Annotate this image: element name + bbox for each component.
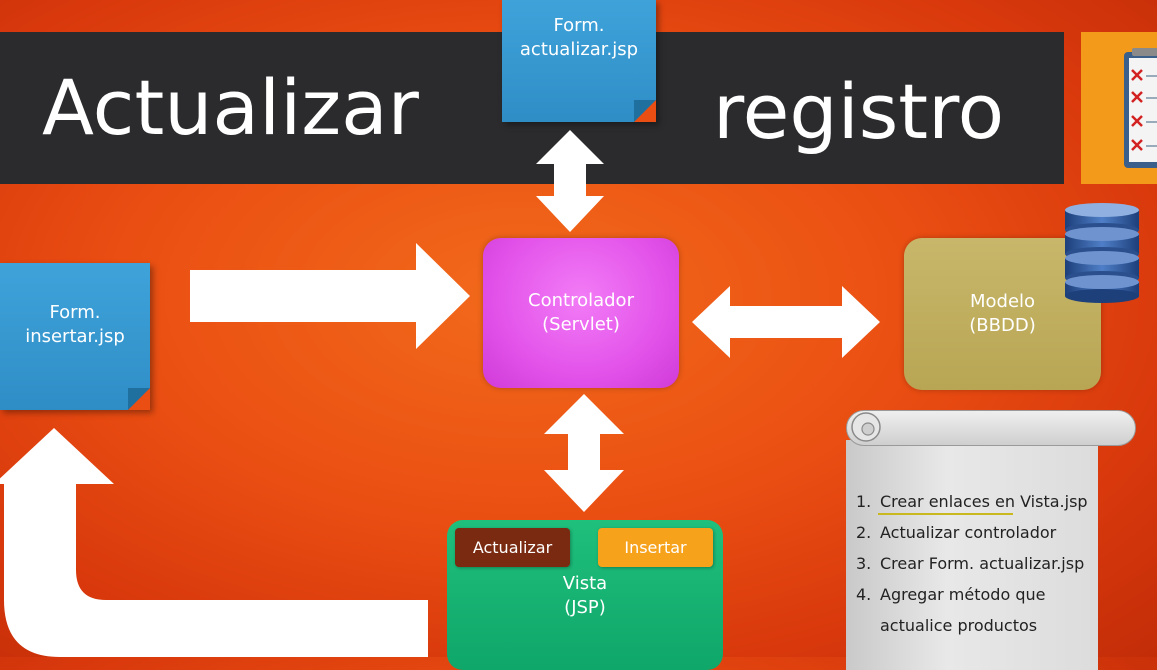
arrow-actualizar-controller (536, 130, 604, 232)
scroll-roll (846, 410, 1136, 446)
actualizar-button[interactable]: Actualizar (455, 528, 570, 567)
arrow-controller-model (692, 286, 880, 358)
controller-box: Controlador (Servlet) (483, 238, 679, 388)
list-item: 4.Agregar método que (856, 585, 1046, 604)
clipboard-checklist-icon (1124, 48, 1157, 168)
note-insertar-line1: Form. (49, 302, 101, 323)
steps-list: 1.Crear enlaces en Vista.jsp 2.Actualiza… (856, 486, 1096, 641)
title-word-registro: registro (713, 67, 1005, 156)
list-item: 3.Crear Form. actualizar.jsp (856, 554, 1085, 573)
arrow-controller-vista (544, 394, 624, 512)
scroll-paper (846, 440, 1098, 670)
note-actualizar-line2: actualizar.jsp (519, 39, 639, 61)
database-icon (1065, 203, 1139, 303)
arrow-vista-insertar (0, 428, 428, 657)
step1-underline (878, 513, 1013, 515)
list-item: actualice productos (880, 616, 1038, 635)
note-form-insertar: Form. insertar.jsp (0, 263, 150, 410)
note-actualizar-line1: Form. (553, 15, 605, 36)
list-item: 2.Actualizar controlador (856, 523, 1057, 542)
arrow-insertar-controller (190, 243, 470, 349)
scroll-curl-icon (851, 412, 881, 442)
note-fold (128, 388, 150, 410)
note-form-actualizar: Form. actualizar.jsp (502, 0, 656, 122)
insertar-button[interactable]: Insertar (598, 528, 713, 567)
note-fold (634, 100, 656, 122)
model-line2: (BBDD) (969, 315, 1036, 336)
title-word-actualizar: Actualizar (42, 63, 419, 152)
note-insertar-line2: insertar.jsp (25, 326, 125, 348)
vista-line2: (JSP) (564, 597, 606, 619)
controller-line2: (Servlet) (542, 314, 620, 335)
controller-line1: Controlador (528, 289, 634, 311)
model-line1: Modelo (969, 290, 1036, 312)
list-item: 1.Crear enlaces en Vista.jsp (856, 492, 1088, 511)
vista-line1: Vista (562, 573, 608, 594)
